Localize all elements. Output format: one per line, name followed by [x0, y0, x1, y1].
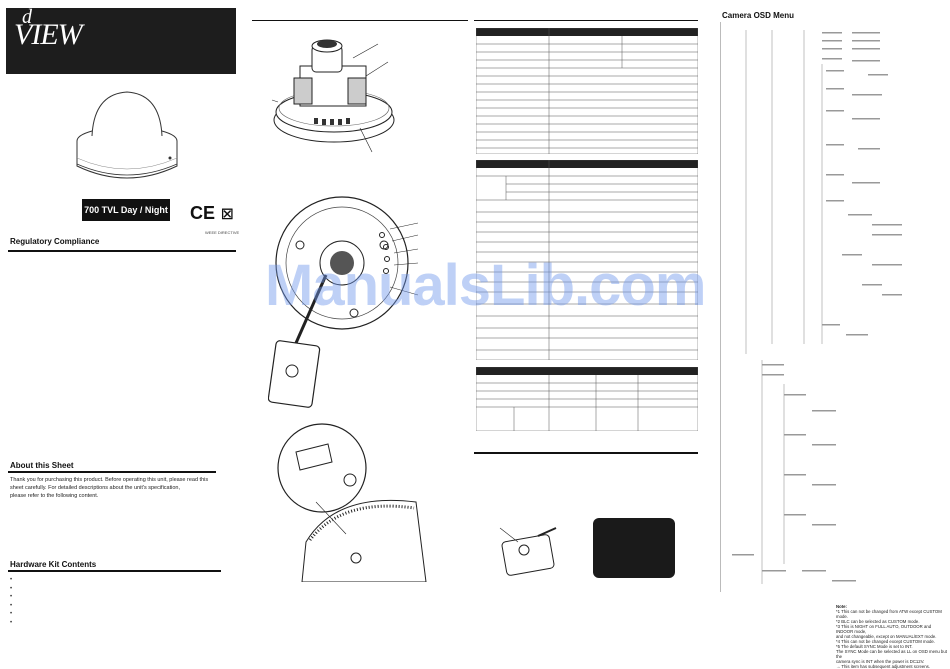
osd-notes-heading: Note:: [836, 604, 847, 609]
diagram-top-rule: [252, 20, 468, 21]
joystick-box-illustration: [499, 527, 557, 576]
osd-notes: Note: *1 This can not be changed from AT…: [836, 604, 948, 669]
product-badge: 700 TVL Day / Night: [82, 199, 170, 221]
about-line: Thank you for purchasing this product. B…: [10, 477, 209, 483]
osd-note: *3 This is NIGHT on FULL AUTO, OUTDOOR a…: [836, 624, 932, 634]
regulatory-title: Regulatory Compliance: [10, 237, 100, 246]
about-title: About this Sheet: [10, 461, 74, 470]
about-line: sheet carefully. For detailed descriptio…: [10, 485, 181, 491]
brand-logo-text: VIEW: [14, 18, 83, 51]
about-divider: [8, 471, 216, 473]
weee-bin-icon: ☒: [221, 206, 234, 222]
camera-base-illustration: [268, 196, 419, 408]
watermark: ManualsLib.com: [265, 253, 706, 318]
mounting-detail-illustration: [277, 423, 427, 582]
osd-note: *4 This can not be changed except CUSTOM…: [836, 639, 935, 644]
osd-note: *1 This can not be changed from ATW exce…: [836, 609, 942, 619]
list-item: •: [10, 619, 13, 626]
brand-logo-block: [6, 8, 236, 74]
list-item: •: [10, 594, 13, 601]
spec-top-rule: [474, 20, 698, 21]
osd-menu-tree: [732, 30, 902, 584]
osd-note: camera sync is INT when the power is DC1…: [836, 659, 925, 664]
list-item: •: [10, 585, 13, 592]
list-item: •: [10, 611, 13, 618]
list-item: •: [10, 577, 13, 583]
osd-tree-guide: [720, 22, 721, 592]
connection-divider: [474, 452, 698, 454]
osd-screen-preview: [593, 518, 675, 578]
spec-table-1: [476, 28, 698, 154]
osd-title: Camera OSD Menu: [722, 11, 795, 20]
cert-caption: WEEE DIRECTIVE: [205, 230, 240, 235]
brand-logo: d VIEW: [14, 6, 83, 52]
ce-mark: CE☒: [190, 203, 234, 223]
brand-logo-mark: d: [22, 6, 32, 28]
spec-table-3: [476, 367, 698, 431]
about-text: Thank you for purchasing this product. B…: [10, 476, 220, 500]
hardware-list: • • • • • •: [10, 576, 12, 628]
dome-camera-illustration: [76, 91, 178, 179]
osd-note: *2 BLC can be selected as CUSTOM mode.: [836, 619, 920, 624]
osd-note: *5 The default SYNC Mode is set to INT.: [836, 644, 913, 649]
osd-note: The SYNC Mode can be selected as LL on O…: [836, 649, 947, 659]
about-line: please refer to the following content.: [10, 493, 99, 499]
camera-module-illustration: [271, 39, 395, 153]
list-item: •: [10, 602, 13, 609]
regulatory-divider: [8, 250, 236, 252]
spec-table-2: [476, 160, 698, 360]
hardware-title: Hardware Kit Contents: [10, 560, 97, 569]
osd-note: and not changeable, except on MANUAL/EXT…: [836, 634, 937, 639]
hardware-divider: [8, 570, 221, 572]
